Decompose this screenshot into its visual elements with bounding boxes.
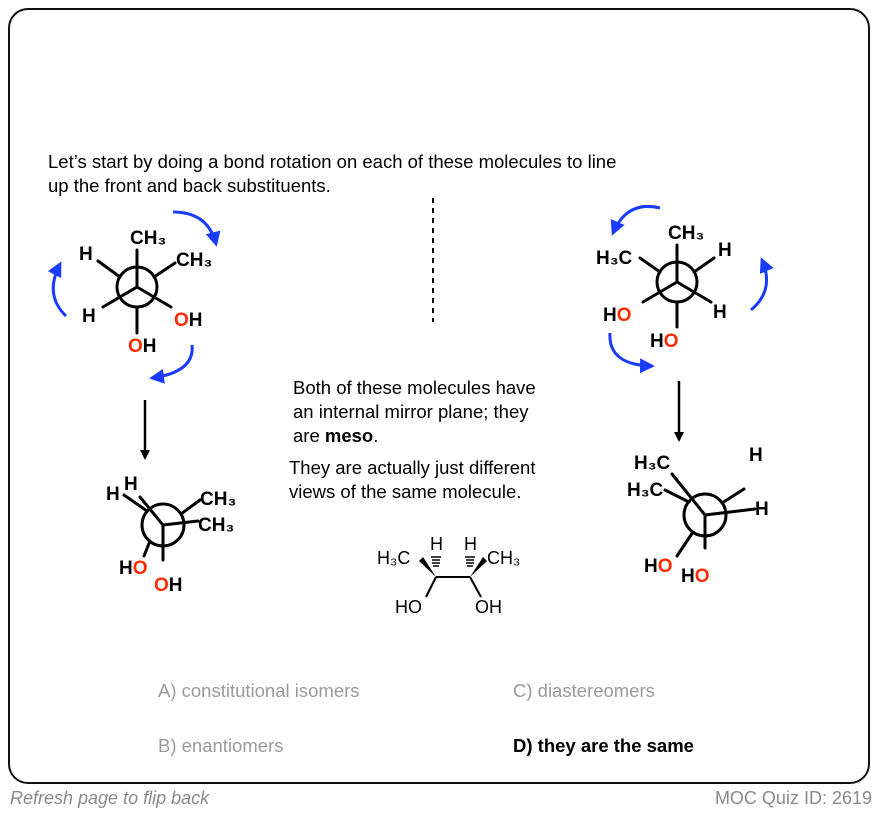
intro-text: Let’s start by doing a bond rotation on … [48,150,616,198]
explanation-line: an internal mirror plane; they [293,401,529,422]
atom-label: HO [395,597,422,617]
explanation-line: They are actually just different [289,457,536,478]
refresh-hint: Refresh page to flip back [10,788,210,808]
atom-label: H [106,484,120,505]
same-molecule-explanation: They are actually just different views o… [289,456,535,504]
atom-label: H [718,240,732,261]
atom-label: H₃C [377,548,410,568]
atom-label-oh: OH [128,336,157,357]
meso-explanation: Both of these molecules have an internal… [293,376,536,448]
rotate-arrow-icon [47,261,68,318]
rotate-arrow-icon [750,257,774,312]
atom-label-ho: HO [681,566,710,587]
atom-label: CH₃ [668,223,704,244]
explanation-line: are meso. [293,424,536,448]
atom-label: H [430,534,443,554]
atom-label: OH [475,597,502,617]
atom-label: CH₃ [130,228,166,249]
meso-term: meso [324,425,374,446]
newman-right-initial [638,243,716,329]
rotate-arrow-icon [149,344,194,384]
answer-option-a[interactable]: A) constitutional isomers [158,680,360,701]
atom-label-ho: HO [603,305,632,326]
atom-label: H [749,445,763,466]
atom-label: H [79,244,93,265]
rotate-arrow-icon [610,204,661,236]
atom-label-ho: HO [650,331,679,352]
answer-option-b[interactable]: B) enantiomers [158,735,284,756]
answer-option-c[interactable]: C) diastereomers [513,680,655,701]
atom-label: CH₃ [176,250,212,271]
quiz-card [8,8,870,784]
atom-label-ho: HO [644,556,673,577]
intro-line-1: Let’s start by doing a bond rotation on … [48,151,617,172]
meso-butanediol-structure: H₃C H H CH₃ HO OH [377,534,520,617]
newman-right-eclipsed [663,472,757,558]
atom-label-oh: OH [154,575,183,596]
atom-label: H [124,474,138,495]
atom-label: H [82,306,96,327]
text: are [293,425,325,446]
atom-label: H₃C [596,248,633,269]
answer-option-d-correct[interactable]: D) they are the same [513,735,694,756]
atom-label-ho: HO [119,558,148,579]
atom-label: H₃C [634,453,671,474]
atom-label-oh: OH [174,310,203,331]
quiz-id: MOC Quiz ID: 2619 [714,788,872,808]
atom-label: H [755,499,769,520]
atom-label: CH₃ [487,548,520,568]
rotate-arrow-icon [172,210,221,247]
atom-label: H [464,534,477,554]
atom-label: CH₃ [198,515,234,536]
newman-left-eclipsed [122,493,202,562]
text: . [373,425,379,446]
rotation-arrows-left [47,210,221,384]
rotate-arrow-icon [608,332,655,374]
atom-label: H [713,302,727,323]
rotation-arrows-right [608,204,774,374]
explanation-line: views of the same molecule. [289,481,522,502]
atom-label: H₃C [627,480,664,501]
newman-left-initial [96,248,177,335]
atom-label: CH₃ [200,489,236,510]
explanation-line: Both of these molecules have [293,377,536,398]
intro-line-2: up the front and back substituents. [48,175,331,196]
